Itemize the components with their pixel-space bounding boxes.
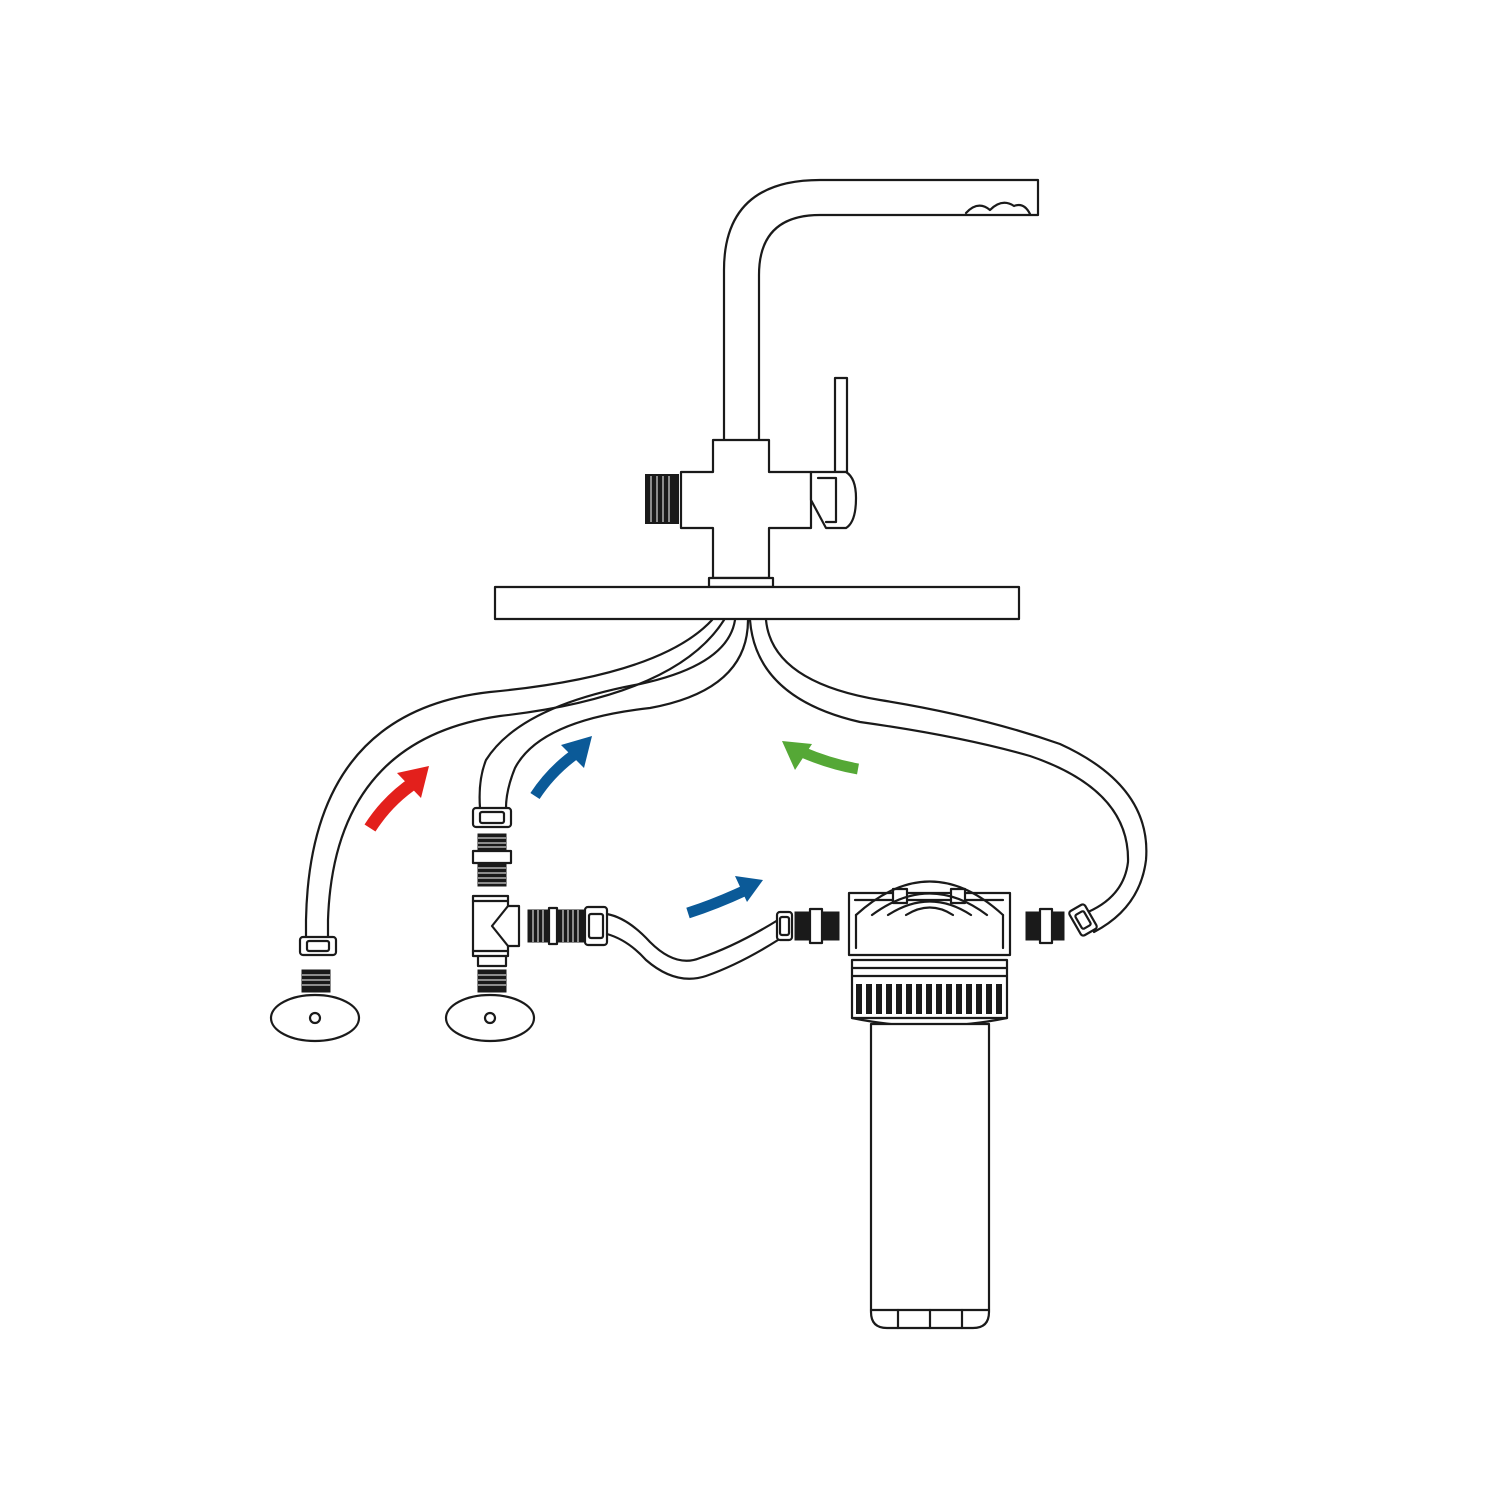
countertop (493, 585, 1021, 621)
hot-supply-flow-arrow (364, 766, 429, 832)
tee-side-nipple (527, 906, 585, 946)
filter-head (847, 891, 1012, 957)
filtered-outlet-knob (645, 474, 679, 524)
tap-lever-base (809, 470, 858, 530)
tap-body (679, 438, 813, 580)
mixer-tap-with-filtered-outlet (645, 178, 1040, 589)
cold-water-hose (478, 618, 750, 810)
filtered-hose-nut (1068, 903, 1098, 937)
filtered-flow-arrow (782, 741, 859, 775)
filter-bowl (869, 1022, 991, 1330)
cold-water-supply-valve (444, 993, 536, 1043)
spout-aerator (964, 201, 1032, 216)
connection-hose (605, 912, 780, 980)
cold-to-filter-flow-arrow (686, 876, 763, 919)
tap-base-ring (707, 576, 775, 589)
tap-lever (833, 376, 849, 474)
filtered-water-hose (748, 618, 1148, 934)
tee-top-nipple (471, 833, 513, 887)
filter-outlet-nipple (1025, 907, 1065, 945)
water-filter-housing (847, 880, 1012, 1330)
cold-supply-flow-arrow (530, 736, 592, 800)
tap-spout (722, 178, 1040, 442)
hot-water-supply-valve (269, 993, 361, 1043)
tee-connector (471, 894, 521, 968)
filter-inlet-nipple (794, 907, 840, 945)
hot-water-hose (304, 618, 726, 942)
